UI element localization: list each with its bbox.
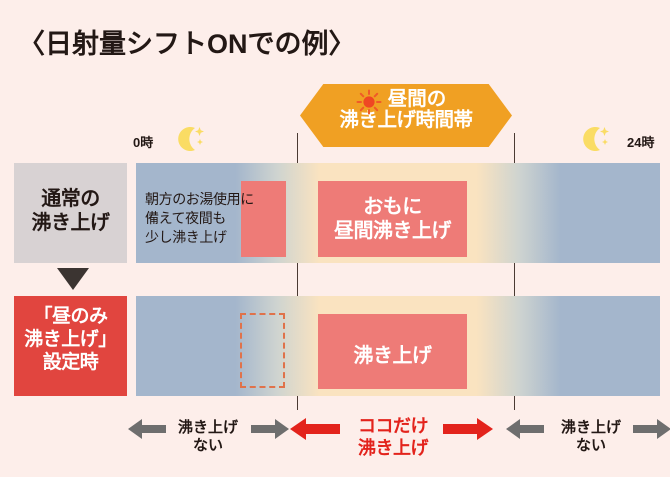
sun-icon — [356, 89, 382, 115]
moon-icon-start — [178, 127, 204, 151]
daytime-end-divider — [514, 133, 515, 410]
row-label-dayonly: 「昼のみ 沸き上げ」 設定時 — [14, 296, 127, 396]
banner-line-2: 沸き上げ時間帯 — [339, 108, 473, 131]
daytime-start-divider — [297, 133, 298, 410]
day-boiling-block-normal: おもに 昼間沸き上げ — [318, 181, 467, 257]
arrow-left-outer-icon — [128, 419, 166, 439]
arrow-left-inner-right-icon — [506, 419, 544, 439]
night-boiling-note: 朝方のお湯使用に 備えて夜間も 少し沸き上げ — [145, 191, 254, 245]
legend-arrows: 沸き上げ ない ココだけ 沸き上げ 沸き上げ ない — [0, 408, 670, 477]
arrow-left-center-icon — [290, 418, 340, 440]
hour-label-end: 24時 — [627, 135, 655, 150]
arrow-right-center-icon — [443, 418, 493, 440]
legend-label-right: 沸き上げ ない — [560, 419, 621, 454]
moon-icon-end — [583, 127, 609, 151]
arrow-right-inner-left-icon — [251, 419, 289, 439]
night-boiling-disabled-outline — [240, 313, 285, 388]
hour-label-start: 0時 — [133, 135, 154, 150]
legend-label-center: ココだけ 沸き上げ — [358, 416, 429, 458]
day-boiling-block-dayonly: 沸き上げ — [318, 314, 467, 389]
page-title: 〈日射量シフトONでの例〉 — [18, 29, 356, 59]
daytime-boiling-banner: 昼間の 沸き上げ時間帯 — [300, 84, 512, 147]
arrow-right-outer-icon — [633, 419, 670, 439]
row-label-normal: 通常の 沸き上げ — [14, 163, 127, 263]
transition-arrow-icon — [57, 268, 89, 290]
banner-line-1: 昼間の — [387, 88, 447, 110]
legend-label-left: 沸き上げ ない — [177, 419, 238, 454]
night-boiling-block-normal — [241, 181, 286, 257]
